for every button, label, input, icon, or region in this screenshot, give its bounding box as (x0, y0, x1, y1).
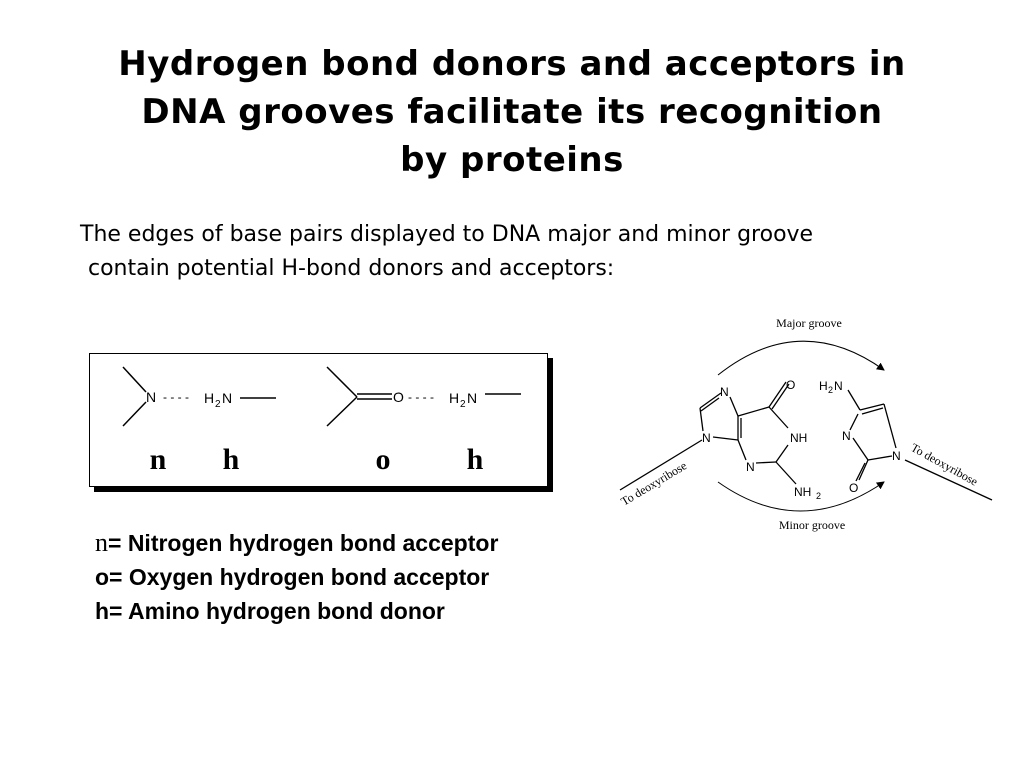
c-o2: O (849, 481, 858, 495)
donor-h: H (204, 390, 214, 406)
symbol-legend: n= Nitrogen hydrogen bond acceptor o= Ox… (95, 526, 498, 628)
intro-line-1: The edges of base pairs displayed to DNA… (80, 222, 814, 247)
c-h2n-subscript: 2 (828, 385, 833, 395)
hbond-dashes: - - - - (408, 390, 434, 404)
g-n3: N (746, 460, 755, 474)
intro-text: The edges of base pairs displayed to DNA… (80, 218, 980, 286)
slide-title: Hydrogen bond donors and acceptors in DN… (0, 40, 1024, 184)
bond-line (326, 396, 358, 427)
g-n7: N (720, 385, 729, 399)
c-h2n-h: H (819, 379, 828, 393)
title-line-1: Hydrogen bond donors and acceptors in (118, 44, 906, 84)
g-n9: N (702, 431, 711, 445)
bond-line (326, 366, 358, 398)
gc-base-pair-diagram: Major groove Minor groove N O N NH N NH … (618, 316, 993, 532)
cytosine-structure (847, 389, 993, 501)
hbond-example-drawing: N - - - - H 2 N O - - - - H 2 N n h o h (122, 366, 521, 476)
legend-n: n= Nitrogen hydrogen bond acceptor (95, 526, 498, 560)
to-deoxyribose-right: To deoxyribose (909, 440, 981, 488)
g-nh2: NH (794, 485, 811, 499)
donor-n: N (467, 390, 477, 406)
minor-groove-label: Minor groove (779, 518, 845, 532)
major-groove-arrow (717, 340, 885, 376)
donor-subscript: 2 (215, 399, 221, 410)
c-n3: N (842, 429, 851, 443)
title-line-3: by proteins (400, 140, 624, 180)
hbond-dashes: - - - - (163, 390, 189, 404)
title-line-2: DNA grooves facilitate its recognition (141, 92, 883, 132)
legend-n-text: = Nitrogen hydrogen bond acceptor (108, 530, 499, 556)
hbond-example-box: N - - - - H 2 N O - - - - H 2 N n h o h (89, 353, 548, 487)
donor-h: H (449, 390, 459, 406)
minor-groove-arrow (717, 481, 885, 512)
c-h2n-n: N (834, 379, 843, 393)
to-deoxyribose-left: To deoxyribose (618, 458, 689, 508)
guanine-structure (619, 381, 797, 491)
donor-n: N (222, 390, 232, 406)
g-nh2-subscript: 2 (816, 491, 821, 501)
legend-n-symbol: n (95, 528, 108, 557)
acceptor-atom-n: N (146, 389, 156, 405)
bond-line (122, 401, 147, 427)
symbol-h: h (467, 443, 484, 476)
symbol-o: o (376, 443, 391, 476)
symbol-n: n (150, 443, 167, 476)
c-n1: N (892, 449, 901, 463)
intro-line-2: contain potential H-bond donors and acce… (88, 256, 615, 281)
legend-h: h= Amino hydrogen bond donor (95, 598, 445, 624)
acceptor-atom-o: O (393, 389, 404, 405)
legend-o: o= Oxygen hydrogen bond acceptor (95, 564, 490, 590)
symbol-h: h (223, 443, 240, 476)
major-groove-label: Major groove (776, 316, 842, 330)
g-n1h: NH (790, 431, 807, 445)
g-o6: O (786, 378, 795, 392)
donor-subscript: 2 (460, 399, 466, 410)
bond-line (122, 366, 147, 393)
